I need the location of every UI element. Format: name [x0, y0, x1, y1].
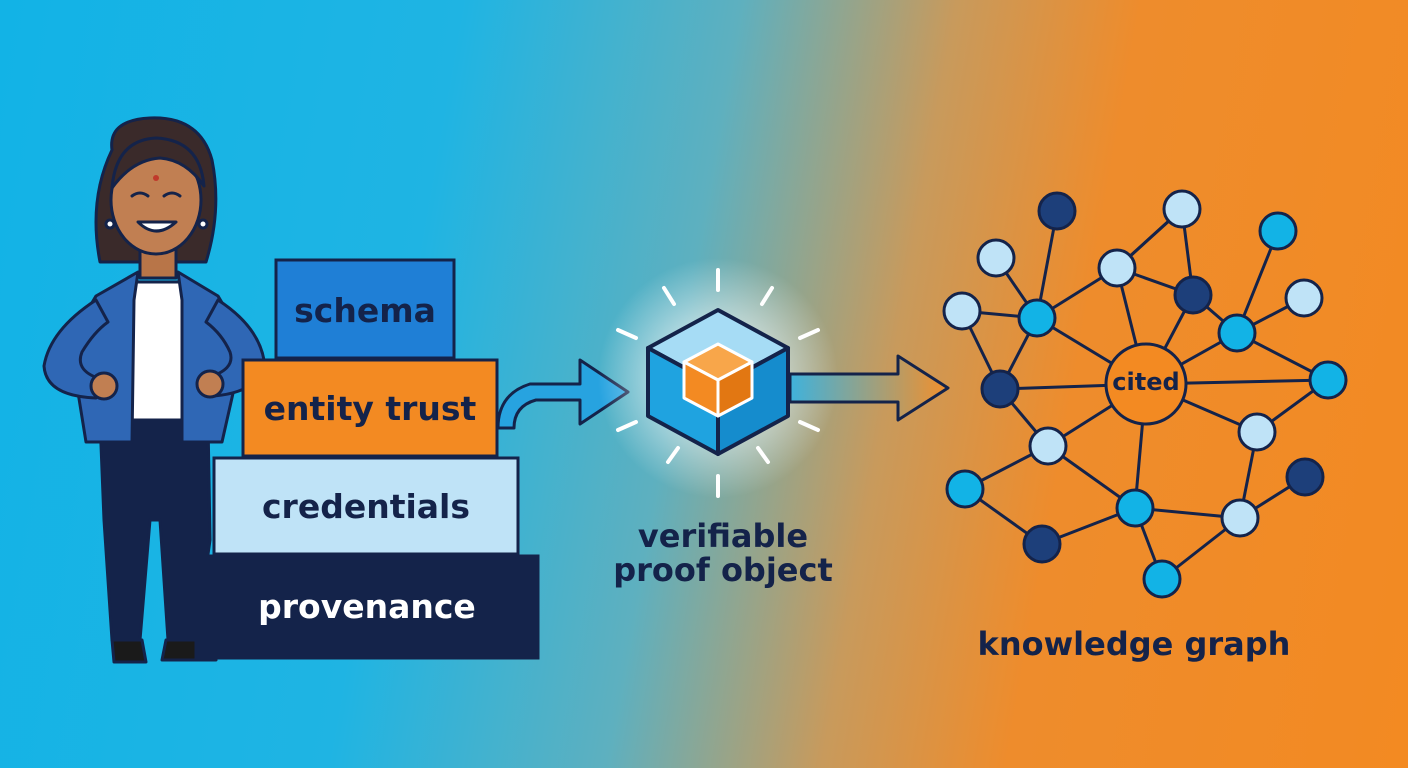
stack-block-entity-trust [241, 358, 499, 458]
label-provenance: provenance [258, 587, 476, 626]
graph-node [1308, 360, 1348, 400]
label-schema: schema [294, 291, 436, 330]
graph-center-label: cited [1112, 368, 1180, 396]
graph-node [1237, 412, 1277, 452]
graph-node [1217, 313, 1257, 353]
graph-node [1142, 559, 1182, 599]
graph-node [1037, 191, 1077, 231]
graph-node [1022, 524, 1062, 564]
graph-node [1258, 211, 1298, 251]
arrow-to-graph [788, 354, 950, 422]
stack-blocks [194, 258, 540, 660]
graph-caption: knowledge graph [977, 625, 1291, 663]
proof-caption-line2: proof object [613, 550, 833, 589]
label-credentials: credentials [261, 487, 471, 526]
proof-cube-icon [646, 308, 790, 456]
stack-block-provenance [194, 554, 540, 660]
graph-node [942, 291, 982, 331]
label-entity-trust: entity trust [263, 389, 477, 428]
graph-node [1017, 298, 1057, 338]
glow-rays [616, 268, 820, 498]
graph-node [1028, 426, 1068, 466]
graph-node [1173, 275, 1213, 315]
graph-node [1220, 498, 1260, 538]
graph-node [1285, 457, 1325, 497]
proof-caption-line1: verifiable [637, 517, 809, 555]
proof-caption: verifiable proof object [588, 517, 858, 589]
graph-node [980, 369, 1020, 409]
graph-node [976, 238, 1016, 278]
graph-node [1115, 488, 1155, 528]
graph-node [1284, 278, 1324, 318]
stack-block-schema [274, 258, 456, 360]
person-illustration [42, 116, 266, 664]
graph-node [945, 469, 985, 509]
graph-node [1097, 248, 1137, 288]
graph-nodes [942, 189, 1348, 599]
graph-node [1162, 189, 1202, 229]
stack-block-credentials [212, 456, 520, 556]
graph-center-node [1104, 342, 1188, 426]
